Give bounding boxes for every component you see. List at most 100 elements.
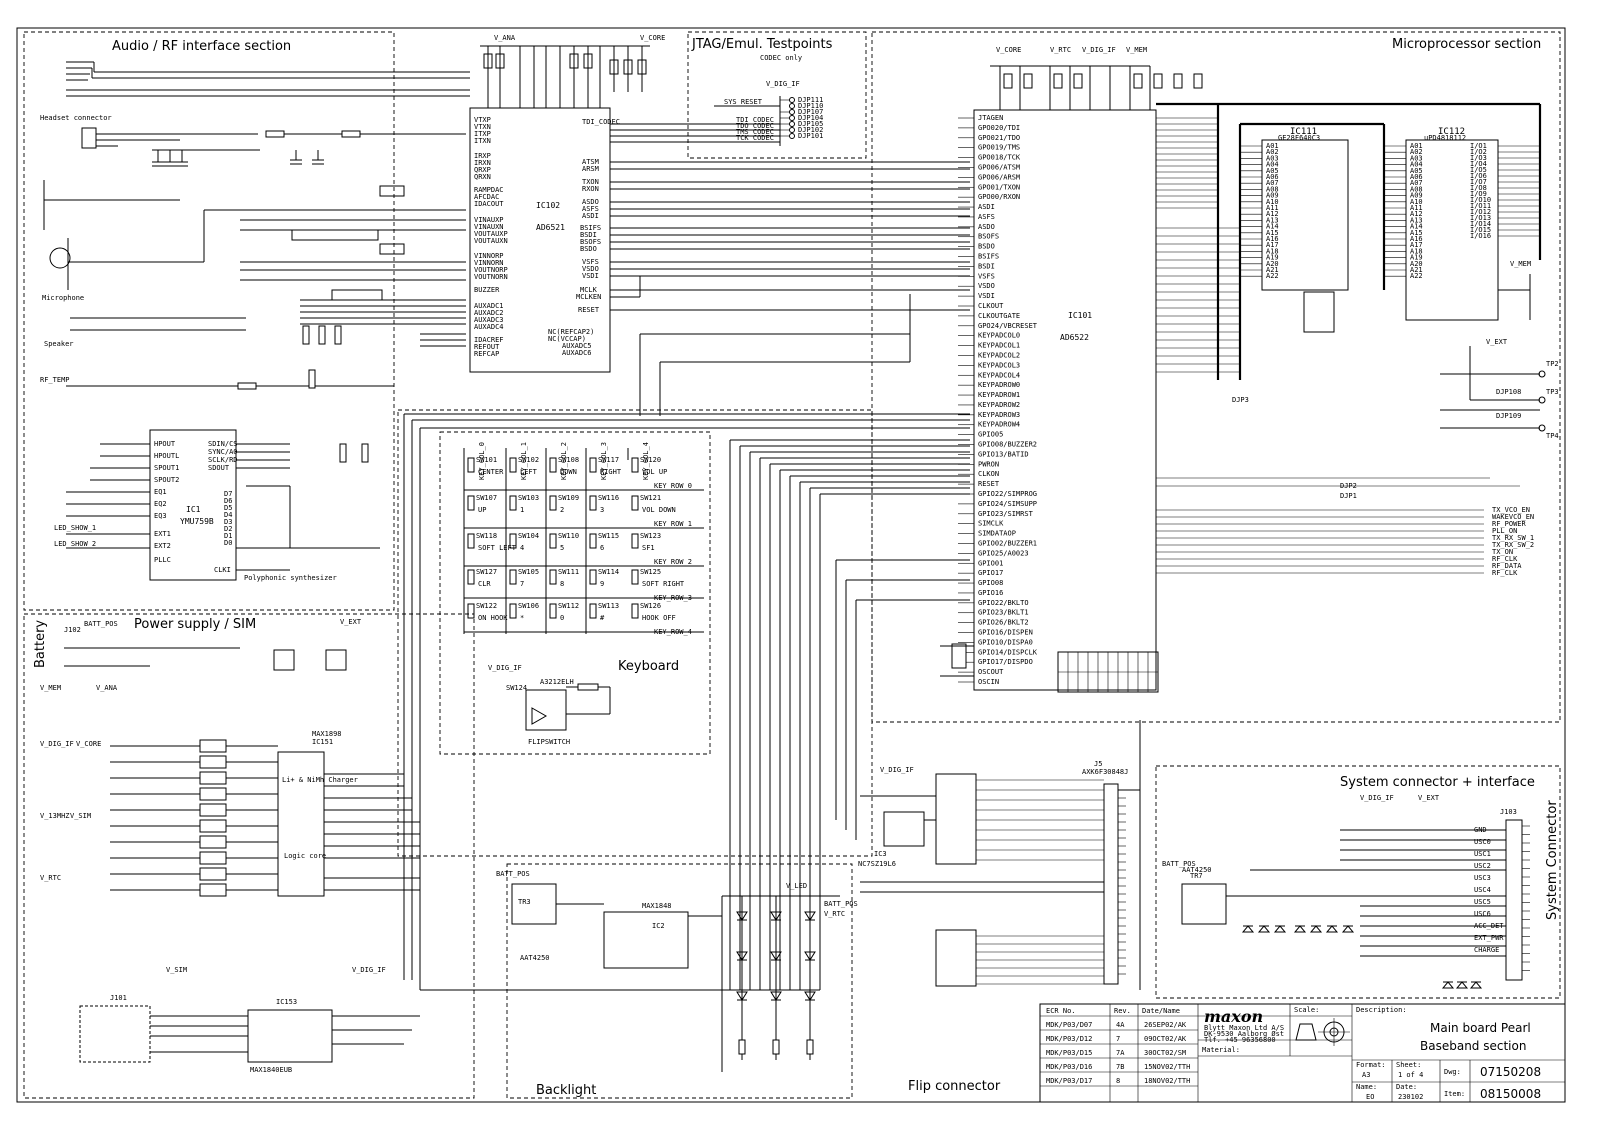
svg-text:TDI_CODEC: TDI_CODEC xyxy=(582,118,620,126)
tb-row-rev: 7A xyxy=(1116,1049,1125,1057)
tb-rev-header: Rev. xyxy=(1114,1007,1131,1015)
section-title-audio: Audio / RF interface section xyxy=(112,39,291,54)
tb-row-date: 18NOV02/TTH xyxy=(1144,1077,1190,1085)
ic101-pin-label: GPIO05 xyxy=(978,431,1003,439)
rf-sig-1: WAKEVCO_EN xyxy=(1492,513,1534,521)
svg-text:VINAUXN: VINAUXN xyxy=(474,223,504,231)
sim-connector xyxy=(79,1005,151,1063)
keyswitch-ref: SW110 xyxy=(558,532,579,540)
tb-row-rev: 8 xyxy=(1116,1077,1120,1085)
ic101-pin-label: GPIO13/BATID xyxy=(978,450,1029,458)
right-testpoints xyxy=(1440,346,1546,432)
svg-text:AFCDAC: AFCDAC xyxy=(474,193,499,201)
ic101-pin-label: GPIO26/BKLT2 xyxy=(978,619,1029,627)
ic112-ref: IC112 xyxy=(1438,127,1465,137)
speaker-label: Speaker xyxy=(44,340,74,348)
sysconn-pin-label: USC5 xyxy=(1474,898,1491,906)
tvs-diode xyxy=(1241,925,1255,933)
svg-text:BSIFS: BSIFS xyxy=(580,224,601,232)
resistor-r5 xyxy=(302,325,310,345)
ic112-addr-label: A16 xyxy=(1410,235,1423,243)
keyswitch-ref: SW120 xyxy=(640,456,661,464)
svg-text:VOUTNORN: VOUTNORN xyxy=(474,273,508,281)
keyswitch-symbol xyxy=(467,457,475,473)
keyswitch-symbol xyxy=(549,533,557,549)
ic112-addr-label: A15 xyxy=(1410,229,1423,237)
micro-testpad-grid xyxy=(1057,651,1159,693)
key-col-label: KEY_COL_1 xyxy=(520,442,528,480)
keyswitch-symbol xyxy=(631,495,639,511)
rail-vdigif-flip: V_DIG_IF xyxy=(880,766,914,774)
key-col-label: KEY_COL_4 xyxy=(642,442,650,480)
tb-name-label: Name: xyxy=(1356,1083,1377,1091)
svg-text:EQ3: EQ3 xyxy=(154,512,167,520)
tb-sheet-value: 1 of 4 xyxy=(1398,1071,1423,1079)
svg-text:D7: D7 xyxy=(224,490,232,498)
ic101-pin-label: GPO06/ARSM xyxy=(978,173,1020,181)
keyswitch-ref: SW117 xyxy=(598,456,619,464)
keyswitch-label: SOFT RIGHT xyxy=(642,580,685,588)
ic101-pin-label: GPIO02/BUZZER1 xyxy=(978,539,1037,547)
keyswitch-label: VOL DOWN xyxy=(642,506,676,514)
tb-company-3: Tlf. +45 96356800 xyxy=(1204,1036,1276,1044)
keyswitch-ref: SW118 xyxy=(476,532,497,540)
svg-text:D5: D5 xyxy=(224,504,232,512)
ic112-addr-label: A12 xyxy=(1410,210,1423,218)
jtag-tp-4: DJP104 xyxy=(798,114,823,122)
ic101-pin-label: VSDI xyxy=(978,292,995,300)
tb-material: Material: xyxy=(1202,1046,1240,1054)
svg-text:MCLK: MCLK xyxy=(580,286,598,294)
rf-sig-8: RF_DATA xyxy=(1492,562,1522,570)
ic3-body xyxy=(883,811,925,847)
keyswitch-symbol xyxy=(549,569,557,585)
rf-sig-0: TX_VCO_EN xyxy=(1492,506,1530,514)
rail-vcore-top: V_CORE xyxy=(640,34,665,42)
j5-ref: J5 xyxy=(1094,760,1102,768)
section-title-jtag: JTAG/Emul. Testpoints xyxy=(691,37,833,52)
rail-vled: V_LED xyxy=(786,882,807,890)
backlight-leds xyxy=(736,896,816,1060)
ic112-pin-label: I/O6 xyxy=(1470,172,1487,180)
tb-dwg-value: 07150208 xyxy=(1480,1065,1541,1079)
keyswitch-ref: SW103 xyxy=(518,494,539,502)
section-title-power: Power supply / SIM xyxy=(134,617,256,632)
svg-text:EQ2: EQ2 xyxy=(154,500,167,508)
sim-ref: J101 xyxy=(110,994,127,1002)
keyswitch-symbol xyxy=(509,533,517,549)
rail-vrtc-power: V_RTC xyxy=(40,874,61,882)
ic111-pin-label: A04 xyxy=(1266,161,1279,169)
ic111-pin-label: A20 xyxy=(1266,260,1279,268)
keyswitch-label: SF1 xyxy=(642,544,655,552)
keyswitch-ref: SW106 xyxy=(518,602,539,610)
keyswitch-label: 5 xyxy=(560,544,564,552)
rail-vdigif-bottom: V_DIG_IF xyxy=(352,966,386,974)
keyswitch-symbol xyxy=(509,457,517,473)
svg-text:HPOUTL: HPOUTL xyxy=(154,452,179,460)
j103-body xyxy=(1505,819,1523,981)
tb-row-ecr: MDK/P03/D17 xyxy=(1046,1077,1092,1085)
resistor-r9 xyxy=(361,443,369,463)
keyboard-switches: SW101CENTERSW102LEFTSW108DOWNSW117RIGHTS… xyxy=(467,442,692,636)
keyswitch-symbol xyxy=(589,603,597,619)
ic101-pin-label: RESET xyxy=(978,480,1000,488)
ic112-pins: I/O1I/O2I/O3I/O4I/O5I/O6I/O7I/O8I/O9I/O1… xyxy=(1384,142,1491,280)
ic112-pin-label: I/O4 xyxy=(1470,160,1487,168)
flipswitch-label: FLIPSWITCH xyxy=(528,738,570,746)
rail-vdigif-micro: V_DIG_IF xyxy=(1082,46,1116,54)
ic112-pin-label: I/O2 xyxy=(1470,148,1487,156)
cap-c4-block xyxy=(331,289,383,301)
svg-text:ASDI: ASDI xyxy=(582,212,599,220)
keyswitch-symbol xyxy=(631,533,639,549)
rail-vcore-power: V_CORE xyxy=(76,740,101,748)
rf-sig-7: RF_CLK xyxy=(1492,555,1518,563)
tvs-diode xyxy=(1325,925,1339,933)
svg-text:VTXP: VTXP xyxy=(474,116,491,124)
ic153-body xyxy=(247,1009,333,1063)
led-show-2: LED_SHOW_2 xyxy=(54,540,96,548)
sysconn-pin-label: CHARGE xyxy=(1474,946,1499,954)
svg-text:QRXN: QRXN xyxy=(474,173,491,181)
ic111-pin-label: A16 xyxy=(1266,235,1279,243)
frame-jtag xyxy=(687,31,867,159)
key-col-label: KEY_COL_0 xyxy=(478,442,486,480)
j103-ref: J103 xyxy=(1500,808,1517,816)
